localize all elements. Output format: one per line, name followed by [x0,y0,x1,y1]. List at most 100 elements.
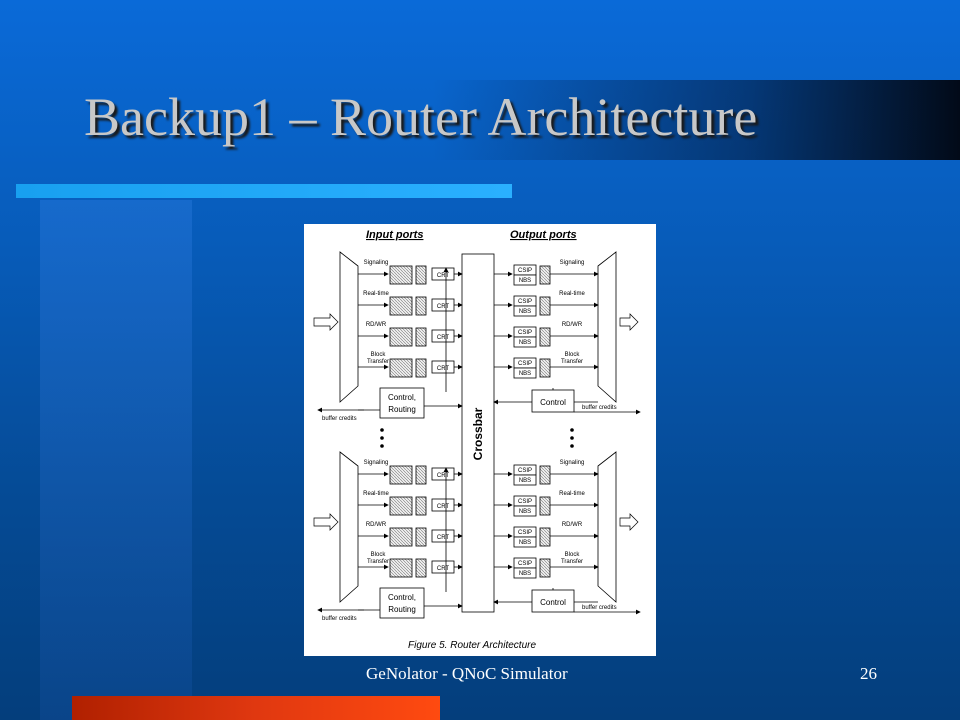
output-buffer-small [539,358,551,378]
output-service-label: RD/WR [562,522,583,528]
csip-label: CSIP [518,361,532,367]
crt-label: CRT [437,304,450,310]
input-service-label: RD/WR [366,522,387,528]
output-buffer-small [539,327,551,347]
input-buffer-credits-label: buffer credits [322,616,357,622]
crt-label: CRT [437,273,450,279]
slide-number: 26 [860,664,877,683]
input-arrow [313,313,339,331]
input-buffer-credits-label: buffer credits [322,416,357,422]
nbs-box [513,274,537,286]
ellipsis-dot [380,444,384,448]
output-arrow [619,513,639,531]
title-underline-bar [16,184,512,198]
input-buffer [389,358,413,378]
nbs-label: NBS [519,509,531,515]
nbs-box [513,305,537,317]
csip-label: CSIP [518,468,532,474]
input-buffer [389,465,413,485]
output-service-label: Signaling [560,260,585,266]
output-buffer-small [539,496,551,516]
input-control-routing-box [379,587,425,619]
input-arrow [313,513,339,531]
crt-label: CRT [437,566,450,572]
output-buffer-small [539,265,551,285]
decorative-band [40,200,192,720]
nbs-box [513,567,537,579]
ellipsis-dot [570,444,574,448]
output-service-label: Signaling [560,460,585,466]
input-service-label: RD/WR [366,322,387,328]
input-buffer-small [415,496,427,516]
output-service-label: Transfer [561,359,583,365]
output-arrow [619,313,639,331]
input-service-label: Signaling [364,460,389,466]
input-service-label: Signaling [364,260,389,266]
footer-accent-bar [72,696,440,720]
nbs-label: NBS [519,371,531,377]
input-buffer [389,327,413,347]
figure-caption: Figure 5. Router Architecture [408,640,536,651]
nbs-label: NBS [519,309,531,315]
input-buffer [389,296,413,316]
crt-label: CRT [437,504,450,510]
csip-label: CSIP [518,268,532,274]
output-mux [597,451,617,603]
output-service-label: Block [565,552,581,558]
nbs-box [513,505,537,517]
input-buffer [389,527,413,547]
nbs-label: NBS [519,478,531,484]
crt-label: CRT [437,473,450,479]
footer: GeNolator - QNoC Simulator 26 [0,660,960,690]
input-control-label: Routing [388,605,416,614]
nbs-label: NBS [519,540,531,546]
input-buffer-small [415,527,427,547]
input-control-routing-box [379,387,425,419]
nbs-label: NBS [519,571,531,577]
output-buffer-small [539,558,551,578]
input-service-label: Real-time [363,291,389,297]
csip-label: CSIP [518,561,532,567]
output-ports-heading: Output ports [510,229,577,241]
output-service-label: Real-time [559,291,585,297]
output-buffer-credits-label: buffer credits [582,405,617,411]
input-buffer [389,265,413,285]
ellipsis-dot [380,428,384,432]
input-ports-heading: Input ports [366,229,423,241]
crt-label: CRT [437,335,450,341]
output-service-label: Block [565,352,581,358]
output-control-label: Control [540,398,566,407]
input-demux [339,451,359,603]
slide-title: Backup1 – Router Architecture [84,87,758,147]
output-mux [597,251,617,403]
input-demux [339,251,359,403]
input-control-label: Control, [388,393,416,402]
output-service-label: RD/WR [562,322,583,328]
input-buffer-small [415,558,427,578]
output-buffer-small [539,296,551,316]
output-control-label: Control [540,598,566,607]
ellipsis-dot [380,436,384,440]
nbs-label: NBS [519,340,531,346]
input-service-label: Transfer [367,359,389,365]
input-buffer-small [415,327,427,347]
input-control-label: Control, [388,593,416,602]
footer-text: GeNolator - QNoC Simulator [366,664,568,683]
csip-label: CSIP [518,499,532,505]
output-service-label: Real-time [559,491,585,497]
csip-label: CSIP [518,299,532,305]
csip-label: CSIP [518,330,532,336]
output-buffer-credits-label: buffer credits [582,605,617,611]
input-service-label: Transfer [367,559,389,565]
crt-label: CRT [437,535,450,541]
csip-label: CSIP [518,530,532,536]
input-buffer-small [415,296,427,316]
input-service-label: Block [371,552,387,558]
input-service-label: Block [371,352,387,358]
nbs-box [513,536,537,548]
input-buffer-small [415,358,427,378]
nbs-label: NBS [519,278,531,284]
